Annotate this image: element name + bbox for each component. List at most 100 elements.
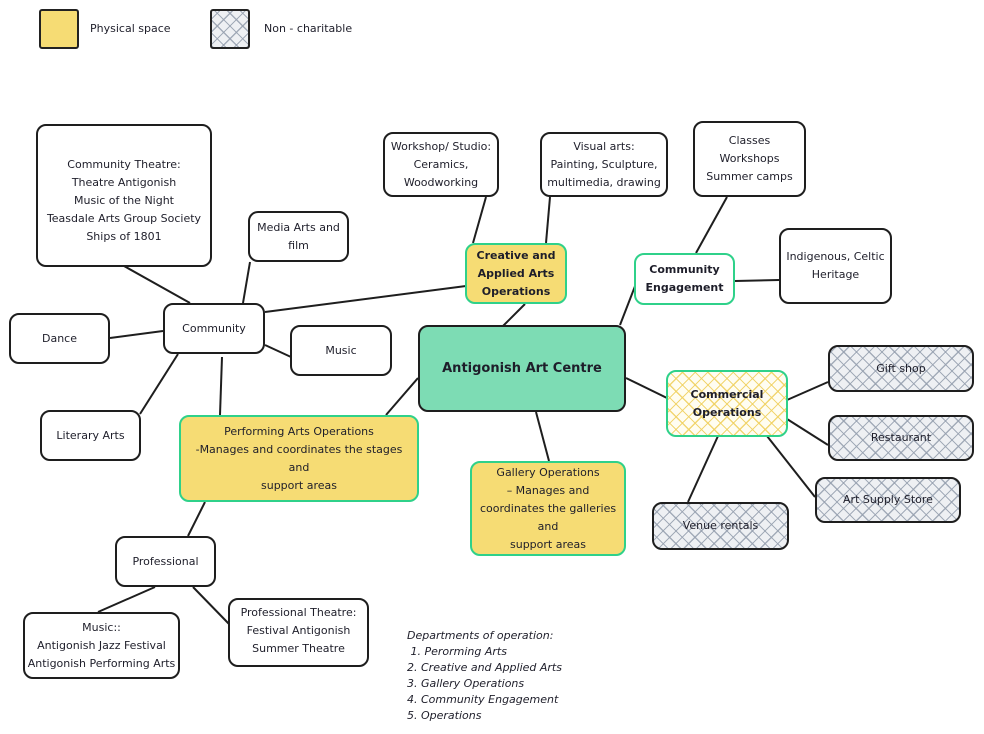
connector-community-to-music	[264, 344, 292, 358]
node-antigonish-art-centre[interactable]: Antigonish Art Centre	[418, 325, 626, 412]
node-text-line: and	[288, 460, 310, 474]
node-text-line: Engagement	[645, 281, 724, 294]
node-text-line: support areas	[510, 537, 586, 551]
node-text-line: Classes	[728, 134, 771, 147]
node-text-line: coordinates the galleries	[479, 501, 617, 515]
node-text-line: Art Supply Store	[843, 493, 933, 506]
node-text-line: Theatre Antigonish	[71, 176, 177, 189]
connector-community-to-creative-applied	[264, 285, 467, 313]
connector-commercial-to-venue-rentals	[687, 435, 719, 503]
legend-swatch-physical-space	[39, 9, 79, 49]
legend-swatch-non-charitable	[210, 9, 250, 49]
node-visual-arts[interactable]: Visual arts: Painting, Sculpture, multimed…	[540, 132, 668, 197]
node-gift-shop[interactable]: Gift shop	[828, 345, 974, 392]
node-text-line: Ceramics,	[413, 157, 469, 171]
node-text-line: Commercial	[690, 387, 764, 401]
node-text-line: Media Arts and	[257, 220, 340, 234]
node-dance[interactable]: Dance	[9, 313, 110, 364]
node-text-line: Venue rentals	[682, 519, 759, 532]
node-text-line: Professional Theatre:	[240, 606, 357, 619]
node-text-line: Literary Arts	[56, 428, 125, 442]
node-text-line: Indigenous, Celtic	[786, 250, 885, 263]
node-restaurant[interactable]: Restaurant	[828, 415, 974, 461]
connector-commercial-to-gift-shop	[786, 381, 829, 401]
node-text-line: – Manages and	[506, 483, 590, 497]
connector-professional-to-music	[97, 586, 156, 613]
node-professional-theatre[interactable]: Professional Theatre: Festival Antigonish…	[228, 598, 369, 667]
notes-item: 3. Gallery Operations	[407, 677, 525, 690]
node-literary-arts[interactable]: Literary Arts	[40, 410, 141, 461]
node-art-supply-store[interactable]: Art Supply Store	[815, 477, 961, 523]
node-text-line: multimedia, drawing	[547, 175, 661, 189]
connector-community-to-performing-arts	[219, 356, 223, 416]
node-text-line: Professional	[132, 554, 199, 568]
node-text-line: Teasdale Arts Group Society	[46, 212, 202, 225]
node-text-line: Heritage	[811, 268, 860, 281]
node-community[interactable]: Community	[163, 303, 265, 354]
node-text-line: Community	[182, 321, 246, 335]
node-text-line: Woodworking	[403, 175, 479, 189]
node-text-line: Antigonish Art Centre	[442, 360, 602, 376]
departments-notes: Departments of operation: 1. Perorming A…	[407, 628, 562, 724]
node-text-line: Visual arts:	[573, 139, 635, 153]
connector-centre-to-creative	[502, 303, 526, 327]
node-text-line: and	[537, 519, 559, 533]
node-text-line: Performing Arts Operations	[224, 424, 374, 438]
node-text-line: Workshops	[719, 152, 780, 165]
node-gallery-operations[interactable]: Gallery Operations – Manages and coordinat…	[470, 461, 626, 556]
node-text-line: Painting, Sculpture,	[550, 157, 658, 171]
connector-commercial-to-restaurant	[786, 418, 829, 446]
node-text-line: Ships of 1801	[86, 230, 162, 243]
node-music[interactable]: Music	[290, 325, 392, 376]
notes-item: 5. Operations	[407, 709, 482, 722]
legend-label-non-charitable: Non - charitable	[264, 22, 353, 35]
node-text-line: Music	[325, 343, 357, 357]
connector-centre-to-commercial	[625, 377, 668, 399]
connector-community-engagement-to-classes	[695, 196, 728, 254]
node-professional[interactable]: Professional	[115, 536, 216, 587]
node-text-line: Gallery Operations	[496, 465, 600, 479]
connector-community-to-community-theatre	[123, 265, 191, 304]
node-text-line: support areas	[261, 478, 337, 492]
node-text-line: -Manages and coordinates the stages	[195, 442, 403, 456]
connector-community-to-literary-arts	[139, 353, 179, 415]
node-text-line: Music::	[82, 620, 121, 634]
node-workshop-studio[interactable]: Workshop/ Studio: Ceramics, Woodworking	[383, 132, 499, 197]
node-text-line: Operations	[692, 405, 762, 419]
connector-performing-to-professional	[187, 501, 206, 537]
node-text-line: Operations	[481, 284, 551, 298]
node-text-line: Restaurant	[870, 431, 932, 444]
connector-community-to-media-arts	[242, 261, 251, 304]
connector-centre-to-performing-arts	[385, 377, 419, 416]
node-performing-arts-operations[interactable]: Performing Arts Operations -Manages and c…	[179, 415, 419, 502]
node-text-line: Antigonish Performing Arts	[27, 656, 176, 670]
node-text-line: Creative and	[476, 248, 556, 262]
node-text-line: Summer camps	[706, 170, 793, 183]
connector-creative-to-workshop	[472, 196, 487, 244]
notes-item: 4. Community Engagement	[407, 693, 559, 706]
node-text-line: Workshop/ Studio:	[390, 139, 492, 153]
notes-item: 1. Perorming Arts	[407, 645, 507, 658]
notes-title: Departments of operation:	[407, 629, 554, 642]
connector-centre-to-gallery	[535, 411, 550, 462]
node-text-line: Applied Arts	[477, 266, 555, 280]
connector-community-engagement-to-heritage	[734, 279, 780, 282]
notes-item: 2. Creative and Applied Arts	[407, 661, 562, 674]
node-text-line: Antigonish Jazz Festival	[37, 638, 166, 652]
node-text-line: Community Theatre:	[67, 158, 181, 171]
node-venue-rentals[interactable]: Venue rentals	[652, 502, 789, 550]
node-text-line: Festival Antigonish	[246, 624, 351, 637]
node-text-line: Gift shop	[876, 361, 926, 375]
connector-commercial-to-art-supply	[766, 435, 816, 498]
node-text-line: Music of the Night	[74, 194, 174, 207]
connector-creative-to-visual-arts	[545, 196, 551, 244]
